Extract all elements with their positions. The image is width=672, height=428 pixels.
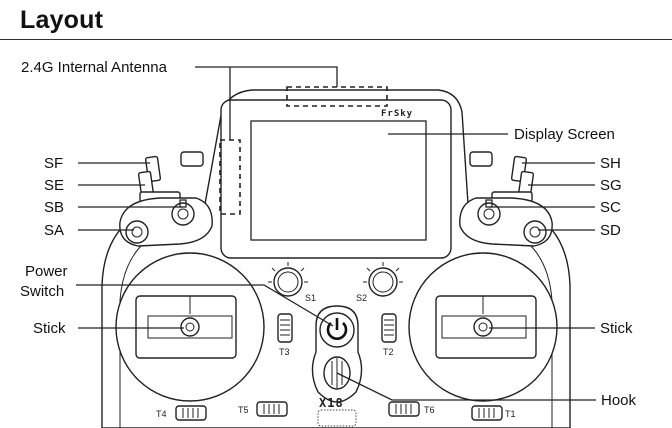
right-stick-label: Stick [600, 320, 633, 337]
display-bezel: FrSky [220, 99, 452, 259]
speaker-grille [317, 409, 357, 427]
brand-logo: FrSky [381, 109, 413, 119]
t5-label: T5 [238, 405, 249, 415]
t1-label: T1 [505, 409, 516, 419]
power-switch-label-line2: Switch [20, 283, 64, 300]
right-bumper [469, 151, 493, 167]
t3-label: T3 [279, 347, 290, 357]
power-switch-label-line1: Power [25, 263, 68, 280]
sb-label: SB [44, 199, 64, 216]
display-screen-label: Display Screen [514, 126, 615, 143]
t2-label: T2 [383, 347, 394, 357]
model-label: X18 [319, 396, 344, 410]
s2-knob: S2 [356, 262, 403, 303]
sh-label: SH [600, 155, 621, 172]
left-bumper [180, 151, 204, 167]
trim-t6: T6 [388, 401, 435, 417]
trim-t1: T1 [471, 405, 516, 421]
sa-label: SA [44, 222, 64, 239]
antenna-outline [219, 86, 388, 215]
display-screen [250, 120, 427, 241]
power-icon [326, 322, 348, 340]
callout-leaders [76, 66, 596, 401]
right-stick [408, 252, 558, 402]
left-stick-label: Stick [33, 320, 66, 337]
s1-knob: S1 [268, 262, 316, 303]
sf-label: SF [44, 155, 63, 172]
t6-label: T6 [424, 405, 435, 415]
title-divider [0, 39, 672, 40]
right-switch-cluster [459, 155, 553, 247]
trim-t4: T4 [156, 405, 207, 421]
left-switch-cluster [119, 155, 213, 247]
antenna-label: 2.4G Internal Antenna [21, 59, 168, 76]
trim-t2: T2 [381, 313, 397, 357]
se-label: SE [44, 177, 64, 194]
s1-label: S1 [305, 293, 316, 303]
sd-label: SD [600, 222, 621, 239]
trim-t5: T5 [238, 401, 288, 417]
t4-label: T4 [156, 409, 167, 419]
hook-label: Hook [601, 392, 637, 409]
left-stick [115, 252, 265, 402]
sg-label: SG [600, 177, 622, 194]
sc-label: SC [600, 199, 621, 216]
trim-t3: T3 [277, 313, 293, 357]
page-title: Layout [20, 6, 104, 34]
s2-label: S2 [356, 293, 367, 303]
